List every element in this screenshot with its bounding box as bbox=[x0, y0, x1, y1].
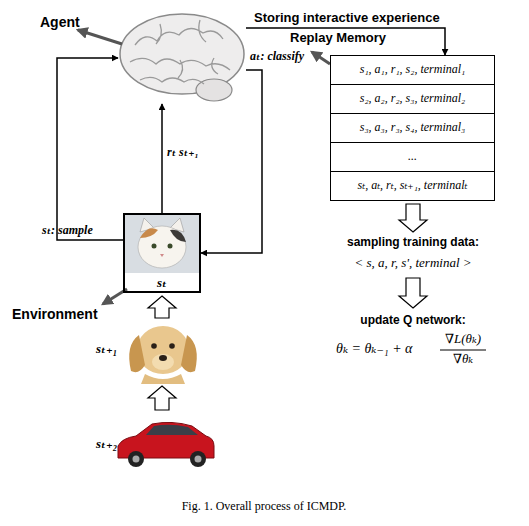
dog-nose bbox=[159, 355, 167, 361]
figure-caption: Fig. 1. Overall process of ICMDP. bbox=[182, 500, 347, 514]
formula-numerator: ∇L(θₖ) bbox=[445, 332, 481, 347]
formula-text: θₖ = θₖ₋₁ + α bbox=[336, 341, 412, 357]
transition-tuple: sₜ, aₜ, rₜ, sₜ₊₁, terminalₜ bbox=[331, 172, 494, 200]
hollow-arrow bbox=[148, 386, 176, 410]
flow-arrow bbox=[161, 104, 163, 213]
cat-orange-patch bbox=[140, 228, 158, 238]
callout-arrows bbox=[78, 30, 330, 304]
flow-arrow bbox=[57, 58, 123, 240]
replay-memory-row: sₜ, aₜ, rₜ, sₜ₊₁, terminalₜ bbox=[330, 171, 495, 201]
action-label: aₜ: classify bbox=[250, 50, 304, 64]
dog-body bbox=[141, 374, 185, 384]
replay-memory-row: s₁, a₁, r₁, s₂, terminal₁ bbox=[330, 55, 495, 85]
transition-tuple: s₃, a₃, r₃, s₄, terminal₃ bbox=[331, 114, 494, 142]
cat-eye bbox=[168, 244, 173, 249]
dog-ears bbox=[129, 335, 197, 372]
replay-memory-row: ... bbox=[330, 142, 495, 172]
car-hub bbox=[133, 456, 140, 463]
cat-background bbox=[125, 215, 199, 273]
sample-label: sₜ: sample bbox=[42, 224, 93, 238]
cat-eye bbox=[152, 244, 157, 249]
transition-tuple: s₂, a₂, r₂, s₃, terminal₂ bbox=[331, 85, 494, 113]
fraction-bar bbox=[440, 350, 486, 351]
step-label: update Q network: bbox=[360, 314, 465, 328]
dog-illustration bbox=[129, 326, 197, 384]
cat-illustration bbox=[125, 215, 199, 273]
state-label: sₜ₊₂ bbox=[96, 437, 117, 452]
formula-denominator: ∇θₖ bbox=[453, 352, 473, 367]
hollow-arrow bbox=[399, 204, 427, 232]
car-wheel bbox=[128, 451, 144, 467]
car-wheel bbox=[190, 451, 206, 467]
brain-folds bbox=[130, 20, 230, 84]
car-illustration bbox=[118, 422, 214, 467]
reward-label: rₜ sₜ₊₁ bbox=[167, 146, 199, 160]
memory-label: Replay Memory bbox=[290, 31, 386, 46]
brain-illustration bbox=[120, 14, 244, 101]
callout-arrow bbox=[78, 30, 122, 44]
callout-arrow bbox=[312, 52, 330, 64]
hollow-arrow bbox=[148, 296, 176, 318]
dog-eye bbox=[169, 343, 175, 349]
dog-eye bbox=[151, 343, 157, 349]
hollow-arrow bbox=[399, 278, 427, 308]
environment-box: Environmentsₜ bbox=[123, 213, 201, 293]
car-window bbox=[146, 425, 198, 435]
cat-head bbox=[138, 226, 186, 268]
agent-brain: Agent bbox=[118, 12, 246, 104]
state-label: sₜ bbox=[157, 276, 167, 291]
environment-label: Environment bbox=[12, 306, 98, 322]
flow-arrow bbox=[201, 70, 262, 253]
hollow-arrows bbox=[148, 204, 427, 410]
replay-memory-row: s₂, a₂, r₂, s₃, terminal₂ bbox=[330, 84, 495, 114]
cat-dark-patch bbox=[170, 230, 186, 242]
car-hub bbox=[195, 456, 202, 463]
transition-tuple: ... bbox=[331, 143, 494, 171]
replay-memory-row: s₃, a₃, r₃, s₄, terminal₃ bbox=[330, 113, 495, 143]
tuple-label: < s, a, r, s', terminal > bbox=[354, 256, 471, 271]
step-label: sampling training data: bbox=[347, 236, 479, 250]
dog-muzzle bbox=[152, 354, 174, 370]
cat-nose bbox=[160, 254, 164, 257]
storing-label: Storing interactive experience bbox=[254, 11, 440, 26]
dog-head bbox=[137, 326, 189, 374]
agent-label: Agent bbox=[40, 14, 80, 30]
state-label: sₜ₊₁ bbox=[96, 342, 117, 357]
transition-tuple: s₁, a₁, r₁, s₂, terminal₁ bbox=[331, 56, 494, 84]
